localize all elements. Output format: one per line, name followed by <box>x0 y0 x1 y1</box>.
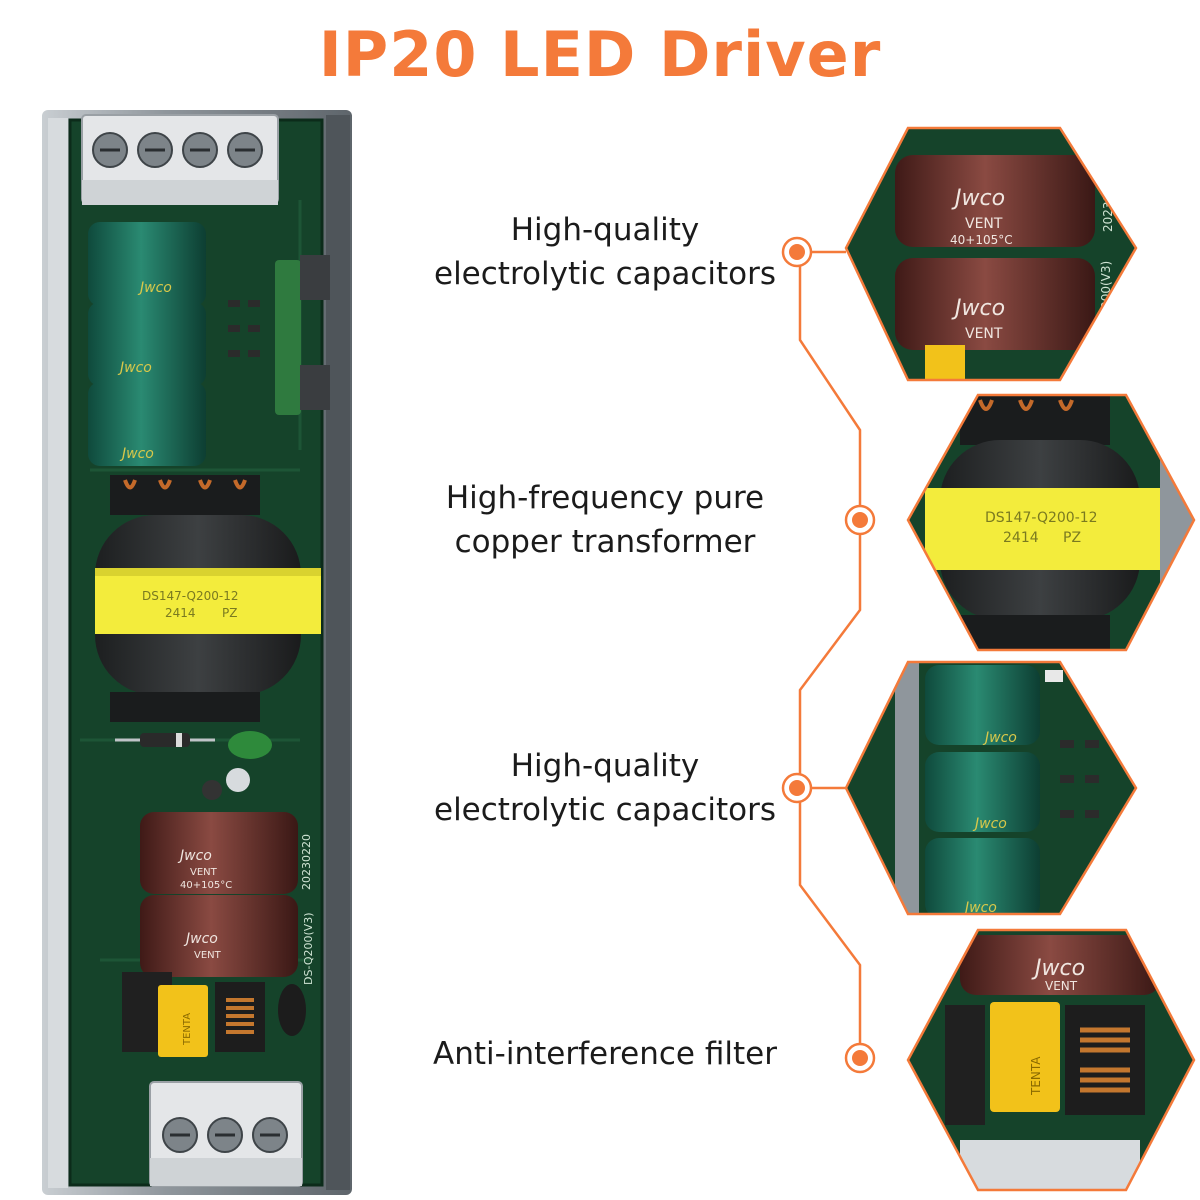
board-date-text: 20230220 <box>300 834 313 890</box>
capacitor-brand-text: Jwco <box>1031 956 1085 981</box>
capacitor-temp-text: 40+105°C <box>180 880 232 891</box>
filter-brand-text: TENTA <box>182 1013 193 1046</box>
capacitor-temp-text: 40+105°C <box>950 233 1013 247</box>
feature-label-transformer: High-frequency pure copper transformer <box>395 476 815 564</box>
transformer-suffix-text: PZ <box>222 606 237 620</box>
board-model-text: DS-Q200(V3) <box>302 912 315 985</box>
capacitor-vent-text: VENT <box>190 867 218 878</box>
feature-label-line: High-quality <box>510 212 700 248</box>
callout-dot <box>781 236 813 268</box>
led-driver-product: Jwco Jwco Jwco <box>42 110 352 1195</box>
board-labels: 20230220 DS-Q200(V3) <box>300 834 315 985</box>
capacitor-vent-text: VENT <box>965 326 1003 342</box>
transformer-code-text: DS147-Q200-12 <box>142 589 238 603</box>
green-capacitors: Jwco Jwco Jwco <box>88 222 206 466</box>
transformer-code-text: DS147-Q200-12 <box>985 510 1098 526</box>
capacitor-brand-text: Jwco <box>183 931 218 947</box>
capacitor-brand-text: Jwco <box>117 360 152 376</box>
filter-section: TENTA <box>122 972 306 1057</box>
capacitor-brand-text: Jwco <box>982 730 1017 746</box>
feature-label-brown-capacitors: High-quality electrolytic capacitors <box>395 208 815 296</box>
transformer-date-text: 2414 <box>165 606 196 620</box>
transformer-suffix-text: PZ <box>1063 530 1081 546</box>
detail-hexagon-green-capacitors: Jwco Jwco Jwco <box>844 660 1138 916</box>
capacitor-brand-text: Jwco <box>119 446 154 462</box>
smd-components <box>228 255 330 415</box>
callout-dot <box>781 772 813 804</box>
feature-label-green-capacitors: High-quality electrolytic capacitors <box>395 744 815 832</box>
feature-label-line: copper transformer <box>454 524 756 560</box>
filter-brand-text: TENTA <box>1029 1056 1043 1096</box>
callout-dots <box>781 236 876 1074</box>
capacitor-vent-text: VENT <box>965 216 1003 232</box>
feature-label-line: electrolytic capacitors <box>434 256 776 292</box>
transformer-date-text: 2414 <box>1003 530 1039 546</box>
feature-label-line: electrolytic capacitors <box>434 792 776 828</box>
capacitor-brand-text: Jwco <box>177 848 212 864</box>
capacitor-brand-text: Jwco <box>951 186 1005 211</box>
detail-hexagon-brown-capacitors: Jwco VENT 40+105°C Jwco VENT DS-Q200(V3)… <box>844 126 1138 382</box>
callout-dot <box>844 504 876 536</box>
detail-hexagon-transformer: DS147-Q200-12 2414 PZ <box>906 393 1196 652</box>
transformer: DS147-Q200-12 2414 PZ <box>95 475 321 722</box>
capacitor-brand-text: Jwco <box>972 816 1007 832</box>
page-title: IP20 LED Driver <box>318 18 882 91</box>
feature-label-line: High-frequency pure <box>445 480 765 516</box>
detail-hexagon-filter: Jwco VENT TENTA <box>906 928 1196 1192</box>
capacitor-vent-text: VENT <box>194 950 222 961</box>
top-terminal-block <box>81 114 279 205</box>
brown-capacitors: Jwco Jwco VENT 40+105°C VENT <box>140 812 298 977</box>
diode <box>115 731 272 800</box>
capacitor-brand-text: Jwco <box>951 296 1005 321</box>
capacitor-brand-text: Jwco <box>137 280 172 296</box>
capacitor-vent-text: VENT <box>1045 979 1078 993</box>
callout-dot <box>844 1042 876 1074</box>
feature-label-filter: Anti-interference filter <box>395 1032 815 1076</box>
bottom-terminal-block <box>149 1081 303 1187</box>
feature-label-line: Anti-interference filter <box>433 1036 777 1072</box>
capacitor-brand-text: Jwco <box>962 900 997 916</box>
connector-lines <box>798 250 862 1058</box>
feature-label-line: High-quality <box>510 748 700 784</box>
